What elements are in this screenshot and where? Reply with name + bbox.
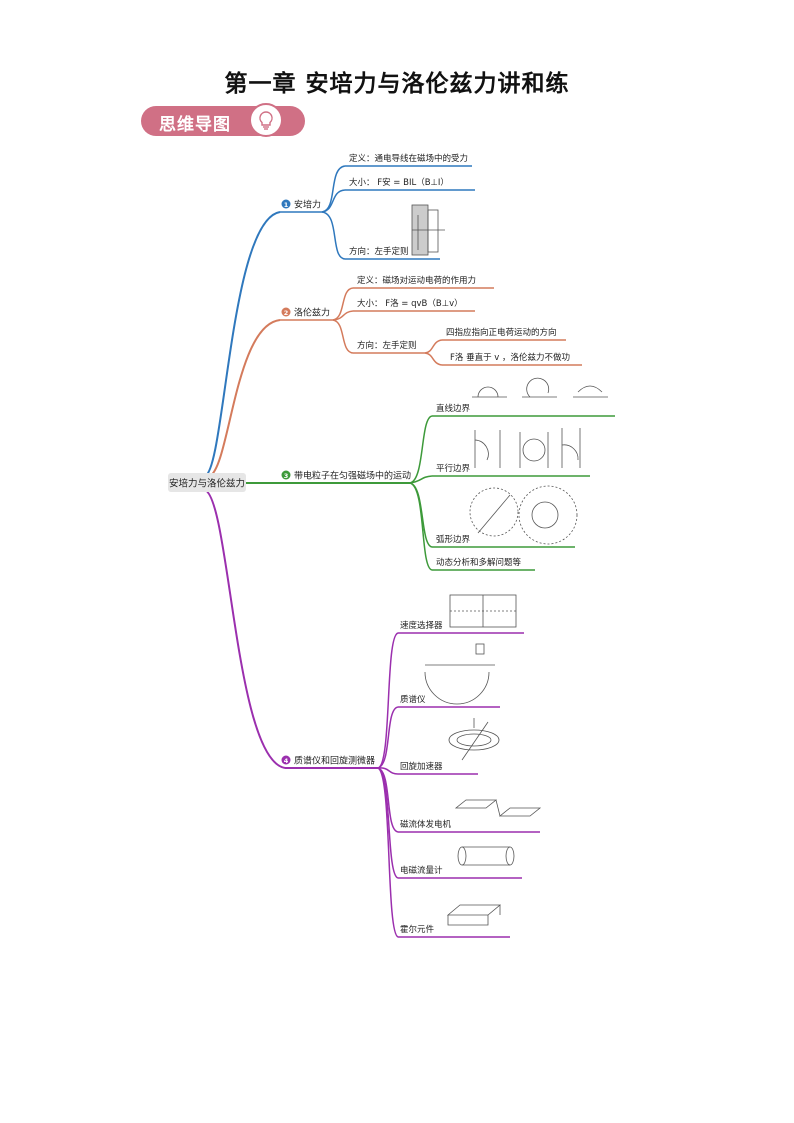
arc-boundary-figures xyxy=(469,485,578,545)
leaf-3-4: 动态分析和多解问题等 xyxy=(436,557,522,568)
leaf-4-6: 霍尔元件 xyxy=(400,924,435,935)
leaf-3-3: 弧形边界 xyxy=(436,534,471,545)
page-title: 第一章 安培力与洛伦兹力讲和练 xyxy=(224,71,570,97)
branch-4-label: 质谱仪和回旋测微器 xyxy=(294,755,375,767)
mind-map-banner: 思维导图 xyxy=(141,103,305,137)
leaf-3-1: 直线边界 xyxy=(436,403,471,414)
leaf-2-2: 大小： F洛 = qvB（B⊥v） xyxy=(357,298,463,309)
leaf-2-3: 方向：左手定则 xyxy=(357,340,417,351)
mhd-generator-figure xyxy=(454,799,542,817)
velocity-selector-figure xyxy=(449,594,517,628)
branch-3-label: 带电粒子在匀强磁场中的运动 xyxy=(294,470,411,482)
root-node-box xyxy=(168,473,246,492)
banner-label: 思维导图 xyxy=(159,115,231,135)
leaf-4-4: 磁流体发电机 xyxy=(400,819,452,830)
leaf-4-5: 电磁流量计 xyxy=(400,865,443,876)
branch-4-number: 4 xyxy=(284,757,289,765)
straight-boundary-figures xyxy=(472,377,608,398)
cyclotron-figure xyxy=(448,718,500,761)
hall-element-figure xyxy=(446,904,502,926)
leaf-1-3: 方向：左手定则 xyxy=(349,246,409,257)
mass-spectrometer-figure xyxy=(424,643,495,705)
branch-1-label: 安培力 xyxy=(294,199,321,211)
subleaf-2-1: 四指应指向正电荷运动的方向 xyxy=(446,327,557,338)
lightbulb-icon xyxy=(249,103,283,137)
leaf-4-3: 回旋加速器 xyxy=(400,761,443,772)
leaf-4-2: 质谱仪 xyxy=(400,694,426,705)
branch-2-label: 洛伦兹力 xyxy=(294,307,330,319)
leaf-4-1: 速度选择器 xyxy=(400,620,443,631)
leaf-1-2: 大小： F安 = BIL（B⊥I） xyxy=(349,177,449,188)
leaf-3-2: 平行边界 xyxy=(436,463,471,474)
ampere-force-figure xyxy=(411,204,445,256)
branch-2-number: 2 xyxy=(284,309,289,317)
branch-3-number: 3 xyxy=(284,472,289,480)
branch-1-number: 1 xyxy=(284,201,289,209)
flowmeter-figure xyxy=(457,846,515,866)
parallel-boundary-figures xyxy=(474,428,581,468)
root-node: 安培力与洛伦兹力 xyxy=(169,478,245,490)
leaf-2-1: 定义：磁场对运动电荷的作用力 xyxy=(357,275,476,286)
subleaf-2-2: F洛 垂直于 v ，洛伦兹力不做功 xyxy=(450,352,570,363)
leaf-1-1: 定义：通电导线在磁场中的受力 xyxy=(349,153,468,164)
